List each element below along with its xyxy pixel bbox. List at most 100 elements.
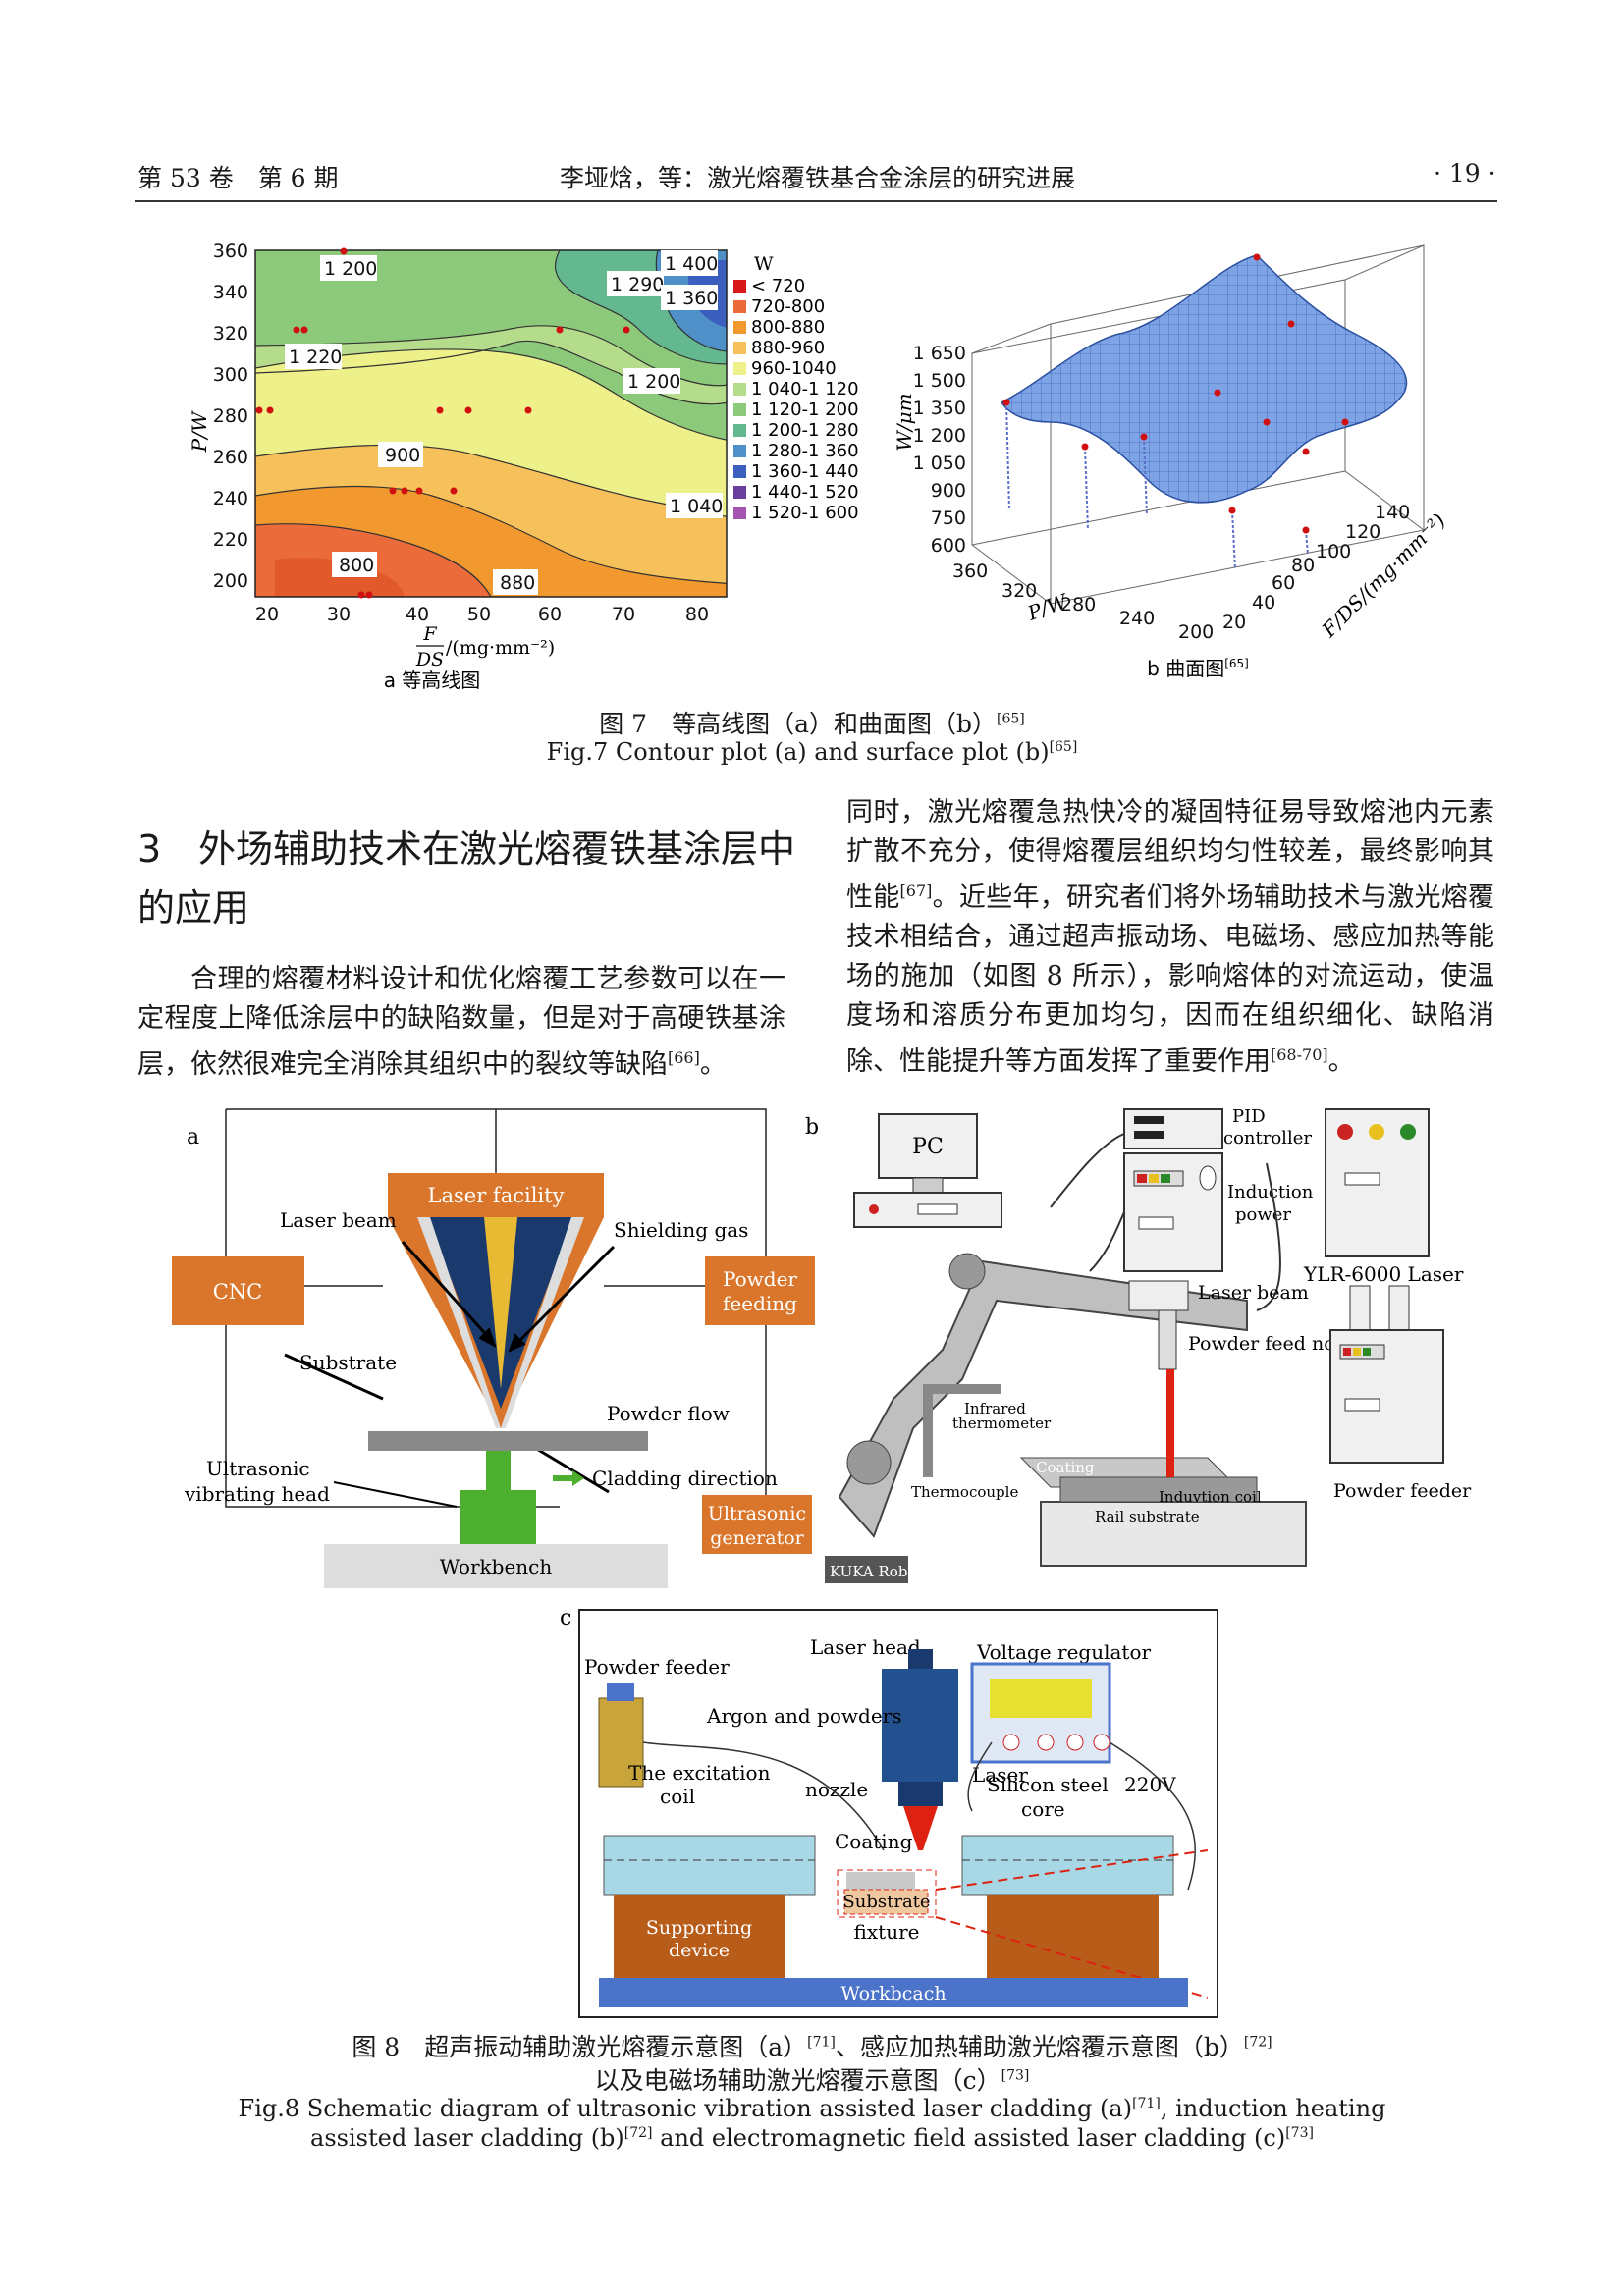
powder-feeding-label: Powder <box>723 1267 797 1291</box>
panel-tag: c <box>560 1606 571 1630</box>
figure8c-electromagnetic-diagram: c Laser head Voltage regulator Powder fe… <box>560 1606 1218 2018</box>
pid-controller <box>1123 1108 1223 1149</box>
p-tick: 320 <box>1001 580 1037 602</box>
cables <box>1050 1133 1281 1311</box>
caption-text: assisted laser cladding (b) <box>310 2124 624 2152</box>
laser-facility-label: Laser facility <box>428 1184 565 1207</box>
caption-ref: [71] <box>807 2034 836 2051</box>
pid-label: controller <box>1223 1128 1312 1148</box>
x-tick: 60 <box>538 604 562 625</box>
caption-ref: [71] <box>1132 2096 1161 2111</box>
x-axis-ticks: 20 30 40 50 60 70 80 <box>255 604 709 625</box>
figure8-caption-en-line2: assisted laser cladding (b)[72] and elec… <box>0 2124 1624 2152</box>
x-tick: 40 <box>406 604 429 625</box>
laser-beam-label: Laser beam <box>1198 1282 1309 1304</box>
y-tick: 240 <box>213 488 248 509</box>
laser-beam <box>903 1806 938 1850</box>
excitation-coil <box>603 1835 816 1896</box>
ultrasonic-vibrating-head <box>460 1490 536 1544</box>
section-number: 3 <box>137 828 162 871</box>
y-tick: 220 <box>213 529 248 551</box>
robot-base <box>825 1556 908 1583</box>
pc-monitor <box>878 1113 978 1179</box>
z-axis-ticks: 1 650 1 500 1 350 1 200 1 050 900 750 60… <box>913 343 966 557</box>
y-axis-label: P/W <box>188 410 211 453</box>
z-tick: 900 <box>931 480 966 502</box>
legend-title: W <box>754 253 774 275</box>
caption-ref: [73] <box>1001 2067 1030 2084</box>
induction-power-label: Induction <box>1227 1182 1314 1202</box>
z-tick: 600 <box>931 535 966 557</box>
powder-feeder-label: Powder feeder <box>1333 1480 1472 1502</box>
caption-text: 、感应加热辅助激光熔覆示意图（b） <box>835 2033 1244 2061</box>
laser-label: Laser <box>972 1763 1028 1787</box>
caption-text: 图 7 等高线图（a）和曲面图（b） <box>599 710 997 738</box>
legend-item: 960-1040 <box>751 358 837 379</box>
cladding-direction-label: Cladding direction <box>592 1467 778 1490</box>
infrared-label: Infrared <box>964 1400 1026 1417</box>
legend-item: < 720 <box>751 276 805 296</box>
contour-label: 1 400 <box>665 253 718 275</box>
coating-label: Coating <box>835 1830 913 1853</box>
voltage-regulator-label: Voltage regulator <box>976 1640 1151 1664</box>
f-tick: 20 <box>1222 612 1246 633</box>
nozzle-label: nozzle <box>805 1778 868 1801</box>
cnc-box <box>172 1256 304 1325</box>
z-tick: 1 050 <box>913 453 966 474</box>
citation: [66] <box>668 1048 700 1067</box>
f-tick: 80 <box>1291 555 1315 576</box>
figure8-caption-zh-line2: 以及电磁场辅助激光熔覆示意图（c）[73] <box>0 2061 1624 2097</box>
x-axis-label-unit: /(mg·mm⁻²) <box>446 637 555 659</box>
x-tick: 50 <box>467 604 491 625</box>
laser-head-label: Laser head <box>810 1635 921 1659</box>
caption-ref: [72] <box>1243 2034 1272 2051</box>
caption-ref: [65] <box>997 711 1025 727</box>
coating-label: Coating <box>1036 1459 1095 1476</box>
x-tick: 20 <box>255 604 279 625</box>
surface-drop-lines <box>1005 401 1309 570</box>
supporting-device <box>614 1895 785 1978</box>
substrate-plate <box>368 1431 648 1451</box>
legend-item: 800-880 <box>751 317 825 338</box>
sample-points <box>255 247 630 599</box>
caption-ref: [73] <box>1285 2125 1314 2141</box>
p-tick: 360 <box>952 561 988 582</box>
laser-beam <box>1166 1369 1174 1477</box>
caption-text: , induction heating <box>1160 2095 1386 2122</box>
ultrasonic-generator-label: Ultrasonic <box>708 1503 806 1524</box>
legend-item: 880-960 <box>751 338 825 358</box>
p-axis-ticks: 360 320 280 240 200 <box>952 561 1214 643</box>
f-axis-ticks: 20 40 60 80 100 120 140 <box>1222 502 1410 633</box>
legend-item: 1 520-1 600 <box>751 503 859 523</box>
silicon-core-label: Silicon steel <box>987 1773 1109 1796</box>
legend-item: 1 280-1 360 <box>751 441 859 461</box>
section-title: 外场辅助技术在激光熔覆铁基涂层中的应用 <box>137 828 796 930</box>
contour-label: 1 290 <box>611 274 664 295</box>
subcaption-ref: [65] <box>1224 657 1249 670</box>
pc-label: PC <box>912 1135 944 1159</box>
powder-flow-label: Powder flow <box>607 1402 730 1425</box>
caption-text: and electromagnetic field assisted laser… <box>652 2124 1286 2152</box>
f-tick: 120 <box>1345 521 1380 543</box>
paragraph-text: 同时，激光熔覆急热快冷的凝固特征易导致熔池内元素扩散不充分，使得熔覆层组织均匀性… <box>846 797 1494 913</box>
rail-substrate-label: Rail substrate <box>1095 1508 1200 1525</box>
z-axis-label: W/μm <box>893 393 916 451</box>
contour-label: 800 <box>339 555 374 576</box>
paragraph-end: 。 <box>699 1049 727 1080</box>
workbench-label: Workbcach <box>840 1983 946 2004</box>
header-page-number: · 19 · <box>1434 159 1496 187</box>
powder-feeder-label: Powder feeder <box>584 1655 730 1679</box>
x-tick: 70 <box>612 604 635 625</box>
robot-label: KUKA Robot <box>830 1563 923 1580</box>
figure8a-ultrasonic-diagram: a CNC Powder feeding Laser facility Lase… <box>172 1108 815 1588</box>
contour-frame <box>254 249 728 598</box>
caption-text: Fig.8 Schematic diagram of ultrasonic vi… <box>238 2095 1133 2122</box>
legend-item: 720-800 <box>751 296 825 317</box>
citation: [67] <box>899 881 933 900</box>
header-volume: 第 53 卷 第 6 期 <box>137 164 339 192</box>
surface-mesh <box>1000 254 1408 504</box>
right-paragraph: 同时，激光熔覆急热快冷的凝固特征易导致熔池内元素扩散不充分，使得熔覆层组织均匀性… <box>846 793 1494 1082</box>
thermocouple-label: Thermocouple <box>911 1483 1018 1501</box>
legend-item: 1 360-1 440 <box>751 461 859 482</box>
